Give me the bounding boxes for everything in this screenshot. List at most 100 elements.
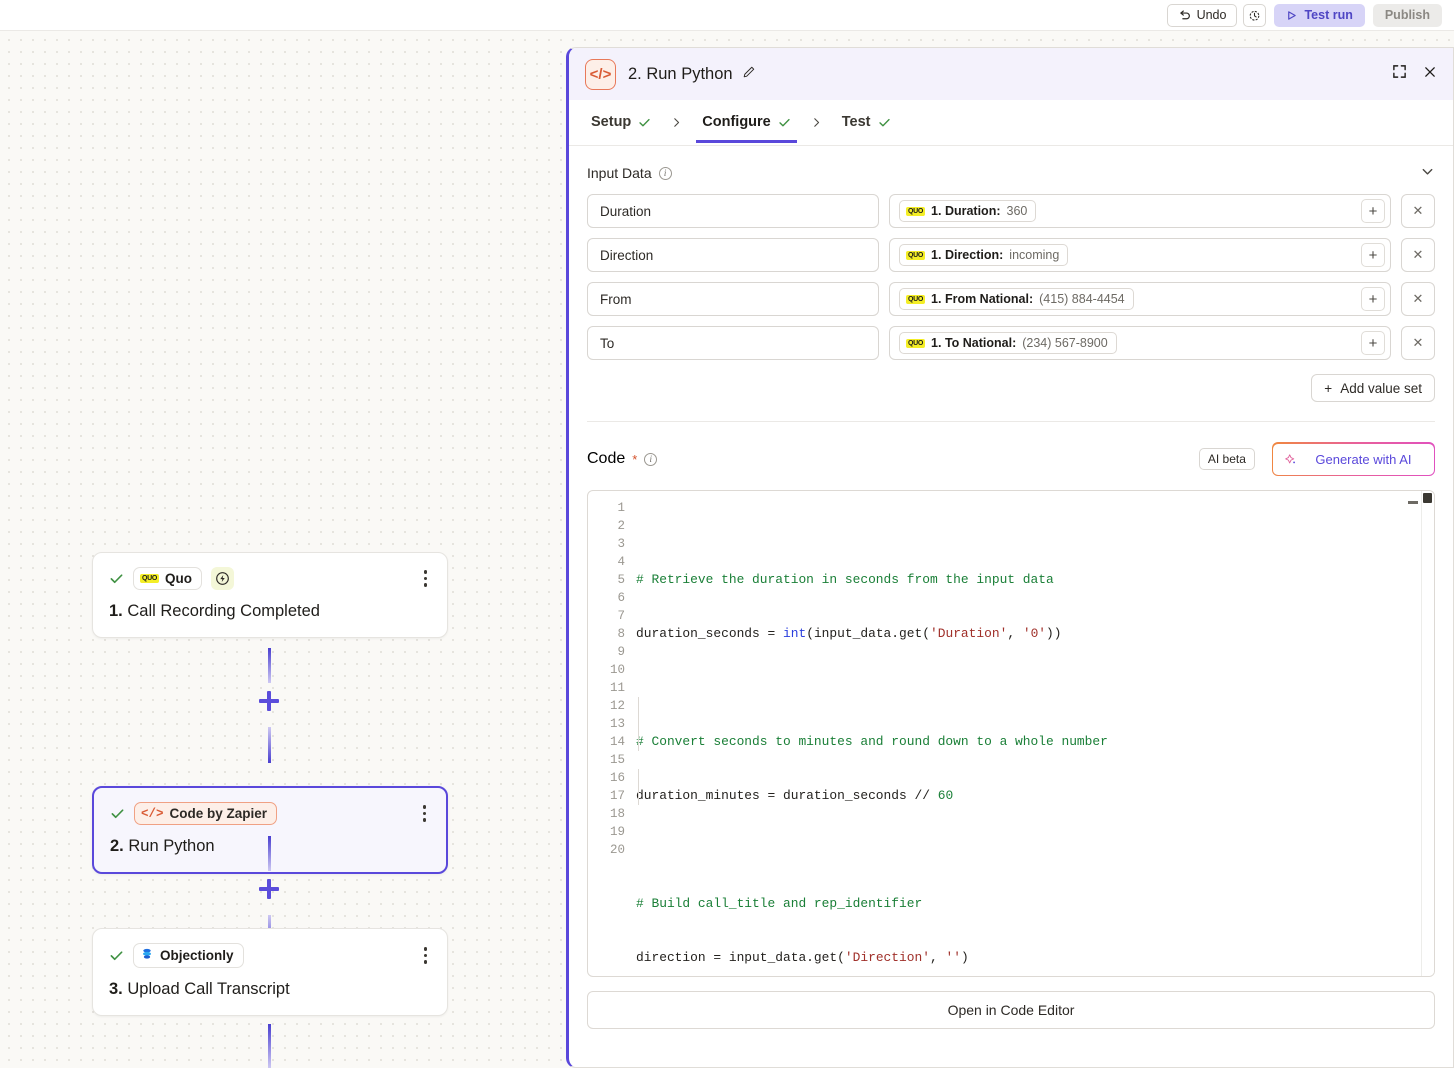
test-run-button[interactable]: Test run — [1274, 3, 1365, 27]
data-token[interactable]: QUO 1. Direction: incoming — [899, 244, 1069, 266]
input-key-value: Duration — [600, 203, 652, 219]
code-text[interactable]: # Retrieve the duration in seconds from … — [636, 499, 1434, 976]
ai-beta-badge: AI beta — [1198, 448, 1255, 470]
open-in-code-editor-label: Open in Code Editor — [947, 1002, 1075, 1018]
undo-button[interactable]: Undo — [1166, 3, 1238, 27]
input-key-field[interactable]: Duration — [587, 194, 879, 228]
workflow-node-3[interactable]: Objectionly 3. Upload Call Transcript — [92, 928, 448, 1016]
app-name: Objectionly — [160, 948, 234, 963]
line-number: 14 — [609, 735, 625, 749]
line-number: 20 — [609, 843, 625, 857]
code-line: # Convert seconds to minutes and round d… — [636, 734, 1108, 749]
remove-row-button[interactable]: ✕ — [1401, 194, 1435, 228]
node-header: QUO Quo — [109, 567, 431, 590]
code-line — [636, 679, 1404, 697]
tab-test[interactable]: Test — [836, 102, 897, 143]
publish-button[interactable]: Publish — [1372, 3, 1442, 27]
info-icon[interactable]: i — [658, 166, 672, 180]
line-number: 18 — [609, 807, 625, 821]
insert-data-button[interactable]: + — [1361, 287, 1385, 311]
code-scrollbar-thumb[interactable] — [1423, 493, 1432, 503]
tab-setup[interactable]: Setup — [585, 102, 657, 143]
expand-icon[interactable] — [1392, 64, 1407, 84]
input-data-label: Input Data — [587, 165, 652, 181]
undo-label: Undo — [1196, 8, 1227, 22]
remove-row-button[interactable]: ✕ — [1401, 326, 1435, 360]
quo-logo-icon: QUO — [906, 250, 926, 260]
indent-guide — [638, 697, 639, 751]
token-value: 360 — [1006, 204, 1028, 218]
data-token[interactable]: QUO 1. To National: (234) 567-8900 — [899, 332, 1117, 354]
chevron-down-icon[interactable] — [1420, 164, 1435, 182]
pencil-icon[interactable] — [742, 65, 756, 84]
code-tags-icon: </> — [141, 806, 164, 821]
redo-history-button[interactable] — [1243, 3, 1267, 27]
node-menu-button[interactable] — [419, 803, 431, 824]
check-icon — [878, 118, 890, 126]
undo-arrow-icon — [1179, 9, 1190, 19]
add-value-set-button[interactable]: + Add value set — [1311, 374, 1435, 402]
tab-configure[interactable]: Configure — [696, 102, 796, 143]
input-key-field[interactable]: From — [587, 282, 879, 316]
add-step-button-1[interactable] — [256, 688, 282, 714]
input-key-value: From — [600, 291, 632, 307]
history-clock-icon — [1250, 10, 1260, 21]
input-key-field[interactable]: To — [587, 326, 879, 360]
line-number: 17 — [609, 789, 625, 803]
input-value-field[interactable]: QUO 1. Duration: 360 + — [889, 194, 1391, 228]
close-icon[interactable] — [1423, 65, 1437, 84]
connector-line-2 — [268, 727, 271, 763]
remove-row-button[interactable]: ✕ — [1401, 282, 1435, 316]
remove-row-button[interactable]: ✕ — [1401, 238, 1435, 272]
data-token[interactable]: QUO 1. Duration: 360 — [899, 200, 1037, 222]
workflow-node-2[interactable]: </> Code by Zapier 2. Run Python — [92, 786, 448, 874]
plus-icon: + — [1324, 380, 1333, 396]
node-title-text: Run Python — [128, 837, 215, 855]
info-icon[interactable]: i — [644, 452, 658, 466]
input-key-field[interactable]: Direction — [587, 238, 879, 272]
open-in-code-editor-button[interactable]: Open in Code Editor — [587, 991, 1435, 1029]
insert-data-button[interactable]: + — [1361, 331, 1385, 355]
code-line: duration_minutes = duration_seconds // 6… — [636, 788, 954, 803]
step-detail-panel: </> 2. Run Python Setup Con — [566, 47, 1454, 1068]
add-step-button-2[interactable] — [256, 876, 282, 902]
generate-with-ai-label: Generate with AI — [1304, 447, 1423, 471]
data-token[interactable]: QUO 1. From National: (415) 884-4454 — [899, 288, 1134, 310]
connector-line-1 — [268, 648, 271, 683]
check-icon — [639, 118, 650, 126]
top-toolbar: Undo Test run Publish — [0, 0, 1454, 31]
code-scrollbar[interactable] — [1421, 491, 1434, 976]
code-line: # Build call_title and rep_identifier — [636, 896, 923, 911]
check-icon — [109, 571, 124, 586]
panel-title: 2. Run Python — [628, 65, 756, 84]
panel-body: Input Data i Duration QUO 1. Duration: 3… — [569, 146, 1453, 1067]
node-title-text: Upload Call Transcript — [127, 980, 290, 998]
node-title: 2. Run Python — [110, 837, 430, 856]
line-number: 2 — [617, 519, 625, 533]
add-value-set-label: Add value set — [1340, 380, 1422, 396]
workflow-node-1[interactable]: QUO Quo 1. Call Recording Completed — [92, 552, 448, 638]
code-editor[interactable]: 1 2 3 4 5 6 7 8 9 10 11 12 13 14 15 16 1 — [587, 490, 1435, 977]
fold-handle-icon[interactable] — [1408, 501, 1418, 504]
section-divider — [587, 421, 1435, 422]
node-number: 3. — [109, 980, 123, 998]
line-number: 11 — [609, 681, 625, 695]
code-section-header: Code * i AI beta Generate with AI — [587, 442, 1435, 476]
generate-with-ai-button[interactable]: Generate with AI — [1271, 442, 1435, 476]
input-value-field[interactable]: QUO 1. To National: (234) 567-8900 + — [889, 326, 1391, 360]
node-title: 1. Call Recording Completed — [109, 602, 431, 621]
node-header: Objectionly — [109, 943, 431, 968]
token-value: (415) 884-4454 — [1039, 292, 1125, 306]
input-value-field[interactable]: QUO 1. Direction: incoming + — [889, 238, 1391, 272]
node-menu-button[interactable] — [420, 945, 432, 966]
code-label: Code — [587, 450, 626, 467]
input-row: From QUO 1. From National: (415) 884-445… — [587, 282, 1435, 316]
tab-label: Configure — [702, 114, 771, 130]
insert-data-button[interactable]: + — [1361, 243, 1385, 267]
input-key-value: Direction — [600, 247, 654, 263]
code-line: # Retrieve the duration in seconds from … — [636, 572, 1054, 587]
insert-data-button[interactable]: + — [1361, 199, 1385, 223]
node-menu-button[interactable] — [420, 568, 432, 589]
input-value-field[interactable]: QUO 1. From National: (415) 884-4454 + — [889, 282, 1391, 316]
node-number: 1. — [109, 602, 123, 620]
